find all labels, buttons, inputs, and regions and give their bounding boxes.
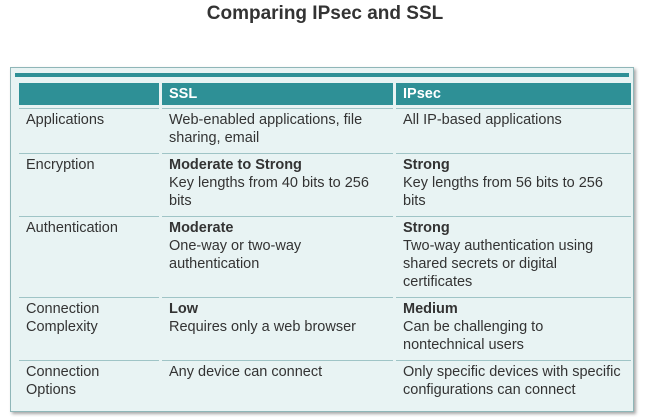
ipsec-rating: Strong (403, 220, 450, 236)
table-row: Encryption Moderate to Strong Key length… (19, 153, 631, 213)
table-header-row: SSL IPsec (19, 83, 631, 105)
ssl-detail: Any device can connect (169, 364, 323, 380)
ssl-detail: One-way or two-way authentication (169, 238, 302, 272)
ssl-cell: Any device can connect (162, 360, 393, 402)
header-cell-empty (19, 83, 159, 105)
row-label: Authentication (19, 216, 159, 294)
table-top-strip (15, 73, 629, 77)
comparison-table-frame: SSL IPsec Applications Web-enabled appli… (10, 67, 634, 412)
ipsec-detail: Two-way authentication using shared secr… (403, 238, 594, 290)
ipsec-cell: All IP-based applications (396, 108, 631, 150)
ipsec-detail: Key lengths from 56 bits to 256 bits (403, 175, 603, 209)
row-label: Connection Complexity (19, 297, 159, 357)
ipsec-detail: Can be challenging to nontechnical users (403, 319, 544, 353)
ipsec-rating: Strong (403, 157, 450, 173)
ipsec-cell: Medium Can be challenging to nontechnica… (396, 297, 631, 357)
ipsec-cell: Only specific devices with specific conf… (396, 360, 631, 402)
table-row: Connection Complexity Low Requires only … (19, 297, 631, 357)
row-label: Encryption (19, 153, 159, 213)
row-label: Connection Options (19, 360, 159, 402)
comparison-table: SSL IPsec Applications Web-enabled appli… (16, 80, 634, 405)
ipsec-cell: Strong Key lengths from 56 bits to 256 b… (396, 153, 631, 213)
ssl-cell: Web-enabled applications, file sharing, … (162, 108, 393, 150)
ssl-rating: Moderate to Strong (169, 157, 302, 173)
row-label: Applications (19, 108, 159, 150)
ssl-cell: Moderate to Strong Key lengths from 40 b… (162, 153, 393, 213)
ipsec-detail: All IP-based applications (403, 112, 562, 128)
table-row: Connection Options Any device can connec… (19, 360, 631, 402)
ssl-detail: Requires only a web browser (169, 319, 356, 335)
ssl-detail: Web-enabled applications, file sharing, … (169, 112, 363, 146)
ssl-rating: Moderate (169, 220, 234, 236)
table-row: Authentication Moderate One-way or two-w… (19, 216, 631, 294)
ipsec-cell: Strong Two-way authentication using shar… (396, 216, 631, 294)
ssl-cell: Low Requires only a web browser (162, 297, 393, 357)
ssl-cell: Moderate One-way or two-way authenticati… (162, 216, 393, 294)
ssl-detail: Key lengths from 40 bits to 256 bits (169, 175, 369, 209)
ipsec-detail: Only specific devices with specific conf… (403, 364, 621, 398)
header-cell-ssl: SSL (162, 83, 393, 105)
page-title: Comparing IPsec and SSL (206, 3, 444, 24)
header-cell-ipsec: IPsec (396, 83, 631, 105)
table-row: Applications Web-enabled applications, f… (19, 108, 631, 150)
ipsec-rating: Medium (403, 301, 458, 317)
ssl-rating: Low (169, 301, 198, 317)
